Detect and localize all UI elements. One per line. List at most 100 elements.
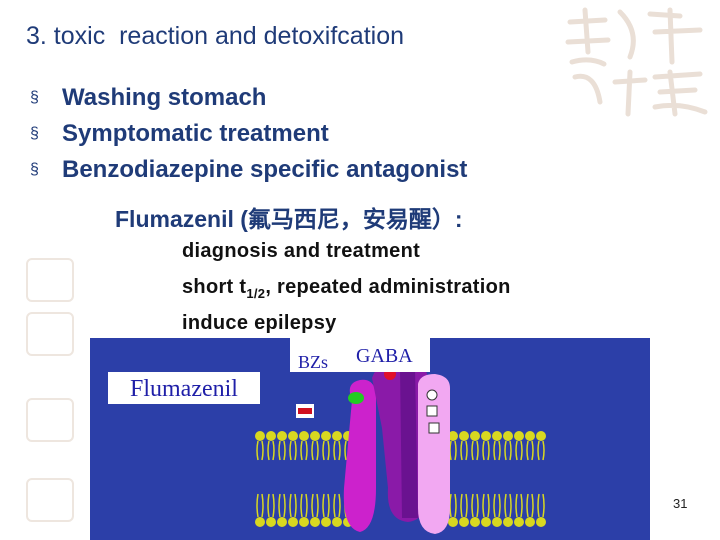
bullet-text: Symptomatic treatment: [62, 120, 329, 147]
lipid-tail: [471, 493, 479, 518]
bullet-text: Benzodiazepine specific antagonist: [62, 156, 468, 183]
lipid-head: [299, 517, 309, 527]
lipid-head: [492, 517, 502, 527]
lipid-tail: [460, 440, 468, 461]
lipid-tail: [322, 440, 330, 461]
note-diagnosis: diagnosis and treatment: [182, 240, 421, 262]
lipid-tail: [300, 493, 308, 518]
lipid-head: [470, 517, 480, 527]
note-half-life: short t1/2, repeated administration: [182, 274, 511, 310]
lipid-head: [536, 517, 546, 527]
lipid-tail: [504, 493, 512, 518]
lipid-head: [514, 431, 524, 441]
gaba-label: GABA: [356, 345, 413, 367]
lipid-tail: [267, 493, 275, 518]
lipid-head: [332, 431, 342, 441]
lipid-head: [299, 431, 309, 441]
bullet-item: § Symptomatic treatment: [30, 116, 467, 152]
lipid-tail: [322, 493, 330, 518]
lipid-tail: [333, 493, 341, 518]
lipid-tail: [460, 493, 468, 518]
bullet-list: § Washing stomach § Symptomatic treatmen…: [30, 80, 467, 188]
lipid-tail: [333, 440, 341, 461]
lipid-tail: [482, 493, 490, 518]
lipid-head: [288, 431, 298, 441]
lipid-head: [288, 517, 298, 527]
lipid-tail: [289, 493, 297, 518]
lipid-tail: [515, 440, 523, 461]
bzs-label: BZs: [298, 352, 328, 372]
lipid-tail: [526, 440, 534, 461]
lipid-head: [459, 517, 469, 527]
lipid-tail: [267, 440, 275, 461]
lipid-head: [310, 517, 320, 527]
bullet-marker-icon: §: [30, 125, 39, 142]
lipid-head: [492, 431, 502, 441]
lipid-tail: [537, 493, 545, 518]
lipid-tail: [256, 440, 264, 461]
note-half-life-pre: short t: [182, 276, 247, 298]
stamp-decoration: [26, 478, 74, 522]
note-half-life-post: , repeated administration: [265, 276, 511, 298]
lipid-tail: [300, 440, 308, 461]
lipid-head: [255, 431, 265, 441]
bullet-marker-icon: §: [30, 89, 39, 106]
lipid-head: [266, 517, 276, 527]
bullet-item: § Benzodiazepine specific antagonist: [30, 152, 467, 188]
lipid-tail: [278, 493, 286, 518]
lipid-tail: [311, 493, 319, 518]
lipid-head: [332, 517, 342, 527]
lipid-head: [525, 517, 535, 527]
lipid-tail: [526, 493, 534, 518]
lipid-tail: [493, 493, 501, 518]
lipid-tail: [482, 440, 490, 461]
lipid-head: [470, 431, 480, 441]
square-symbol-icon: [428, 422, 440, 434]
lipid-head: [310, 431, 320, 441]
lipid-head: [321, 431, 331, 441]
flumazenil-label: Flumazenil: [130, 376, 238, 402]
lipid-tail: [537, 440, 545, 461]
lipid-tail: [311, 440, 319, 461]
lipid-head: [459, 431, 469, 441]
bullet-marker-icon: §: [30, 161, 39, 178]
lipid-tail: [471, 440, 479, 461]
receptor-subunit-dark: [400, 368, 418, 518]
note-half-life-sub: 1/2: [246, 286, 266, 301]
lipid-tail: [278, 440, 286, 461]
note-epilepsy: induce epilepsy: [182, 312, 337, 334]
lipid-tail: [504, 440, 512, 461]
lipid-head: [277, 431, 287, 441]
stamp-decoration: [26, 398, 74, 442]
lipid-head: [536, 431, 546, 441]
page-number: 31: [673, 496, 688, 511]
stamp-decoration: [26, 258, 74, 302]
bullet-item: § Washing stomach: [30, 80, 467, 116]
bullet-text: Washing stomach: [62, 84, 267, 111]
gaba-receptor-diagram: Flumazenil BZs GABA: [90, 338, 650, 540]
receptor-subunit-magenta: [343, 379, 376, 532]
stamp-decoration: [26, 312, 74, 356]
lipid-head: [277, 517, 287, 527]
bzs-ligand: [348, 392, 364, 404]
lipid-head: [266, 431, 276, 441]
lipid-head: [481, 431, 491, 441]
lipid-tail: [493, 440, 501, 461]
lipid-head: [503, 517, 513, 527]
bzs-gaba-label-box: [290, 338, 430, 372]
flumazenil-label-box: [108, 372, 260, 404]
square-symbol-icon: [426, 405, 438, 417]
lipid-tail: [256, 493, 264, 518]
lipid-head: [448, 431, 458, 441]
lipid-tail: [515, 493, 523, 518]
circle-symbol-icon: [426, 389, 438, 401]
slide-title: 3. toxic reaction and detoxifcation: [26, 22, 405, 50]
flumazenil-minus-icon: [298, 408, 312, 414]
lipid-head: [525, 431, 535, 441]
lipid-head: [255, 517, 265, 527]
lipid-tail: [289, 440, 297, 461]
receptor-subunit-pink: [418, 374, 450, 534]
lipid-head: [448, 517, 458, 527]
lipid-head: [481, 517, 491, 527]
lipid-head: [514, 517, 524, 527]
